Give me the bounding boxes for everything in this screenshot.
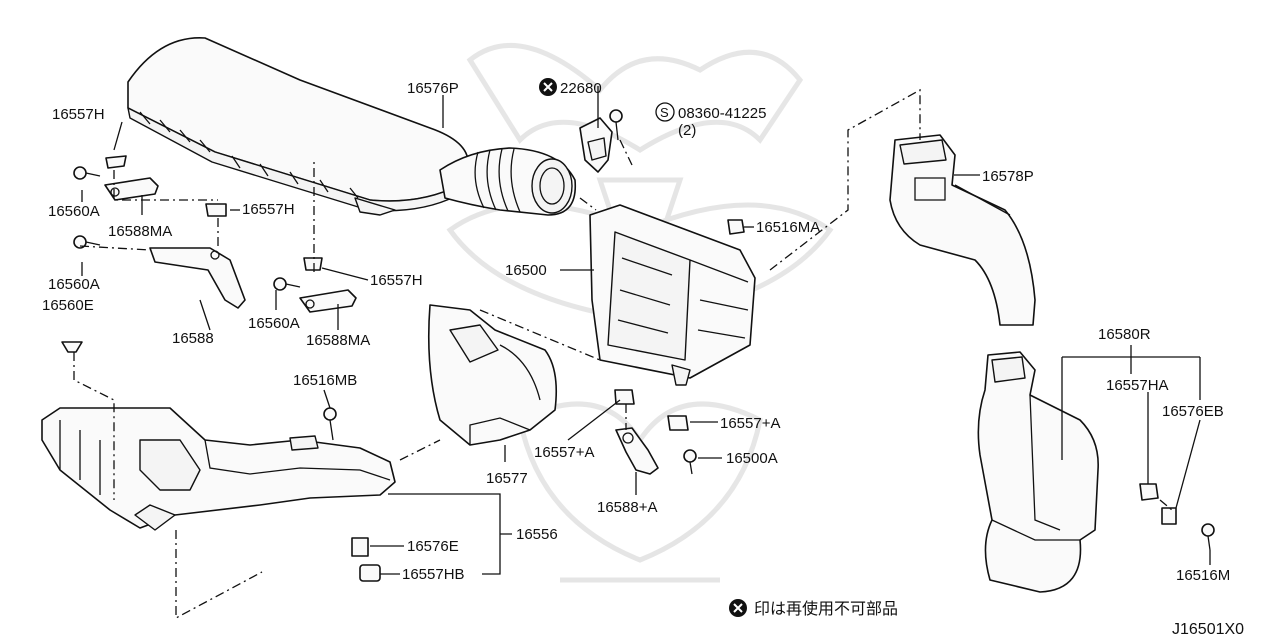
callout-16556: 16556 [516, 526, 558, 543]
callout-16580r: 16580R [1098, 326, 1151, 343]
grommet-16557h-b [205, 203, 227, 217]
callout-16560a-a: 16560A [48, 203, 100, 220]
bracket-16588ma-upper [104, 177, 159, 201]
x-circle-icon [539, 78, 557, 96]
legend-note: 印は再使用不可部品 [754, 599, 898, 618]
clip-16560e [61, 341, 83, 353]
callout-16560e: 16560E [42, 297, 94, 314]
inlet-duct [427, 304, 558, 446]
callout-16588: 16588 [172, 330, 214, 347]
callout-16557hb: 16557HB [402, 566, 465, 583]
grommet-16557a-b [667, 415, 689, 431]
callout-16516m: 16516M [1176, 567, 1230, 584]
bolt-16560a-c [273, 277, 301, 291]
x-circle-icon [729, 599, 747, 617]
clamp-16576e [351, 537, 369, 557]
diagram-code: J16501X0 [1172, 621, 1244, 638]
bracket-16588a [615, 427, 659, 475]
bolt-16500a [683, 449, 697, 475]
callout-16588a: 16588+A [597, 499, 657, 516]
bolt-16516mb [323, 407, 337, 441]
bracket-16588ma-lower [299, 289, 357, 313]
resonator-upper [889, 134, 1036, 326]
callout-16516ma: 16516MA [756, 219, 820, 236]
callout-16577: 16577 [486, 470, 528, 487]
callout-16557a-b: 16557+A [720, 415, 780, 432]
resonator-lower [977, 351, 1099, 593]
callout-08360-qty: (2) [678, 122, 696, 139]
callout-16578p: 16578P [982, 168, 1034, 185]
callout-22680: 22680 [560, 80, 602, 97]
callout-16576e: 16576E [407, 538, 459, 555]
callout-16557h-b: 16557H [242, 201, 295, 218]
clamp-16576eb [1161, 507, 1177, 525]
bracket-16588 [149, 247, 246, 309]
air-duct-assembly [41, 407, 396, 531]
intake-bellows [439, 147, 577, 216]
callout-16500: 16500 [505, 262, 547, 279]
callout-16557h-a: 16557H [52, 106, 105, 123]
air-cleaner-body [589, 204, 756, 386]
callout-16557a-a: 16557+A [534, 444, 594, 461]
grommet-16557ha [1139, 483, 1159, 501]
callout-16557ha: 16557HA [1106, 377, 1169, 394]
assembly-lines [73, 88, 1173, 620]
grommet-16557h-c [303, 257, 323, 271]
callout-16500a: 16500A [726, 450, 778, 467]
callout-16557h-c: 16557H [370, 272, 423, 289]
svg-text:S: S [660, 105, 669, 120]
nut-16516ma [727, 219, 745, 235]
screw [609, 109, 623, 141]
bolt-16560a-b [73, 235, 101, 249]
air-cleaner-cover [127, 37, 469, 216]
callout-16516mb: 16516MB [293, 372, 357, 389]
callout-16588ma-b: 16588MA [306, 332, 370, 349]
callout-16576p: 16576P [407, 80, 459, 97]
callout-16560a-b: 16560A [48, 276, 100, 293]
grommet-16557hb [359, 564, 381, 582]
s-circle-icon: S [655, 102, 675, 122]
callout-16576eb: 16576EB [1162, 403, 1224, 420]
airflow-sensor [579, 117, 613, 173]
callout-08360-41225: 08360-41225 [678, 105, 766, 122]
leader-lines [81, 86, 1211, 575]
callout-16560a-c: 16560A [248, 315, 300, 332]
callout-16588ma-a: 16588MA [108, 223, 172, 240]
grommet-16557h-a [105, 155, 127, 169]
bolt-16516m [1201, 523, 1215, 551]
bolt-16560a-a [73, 166, 101, 180]
